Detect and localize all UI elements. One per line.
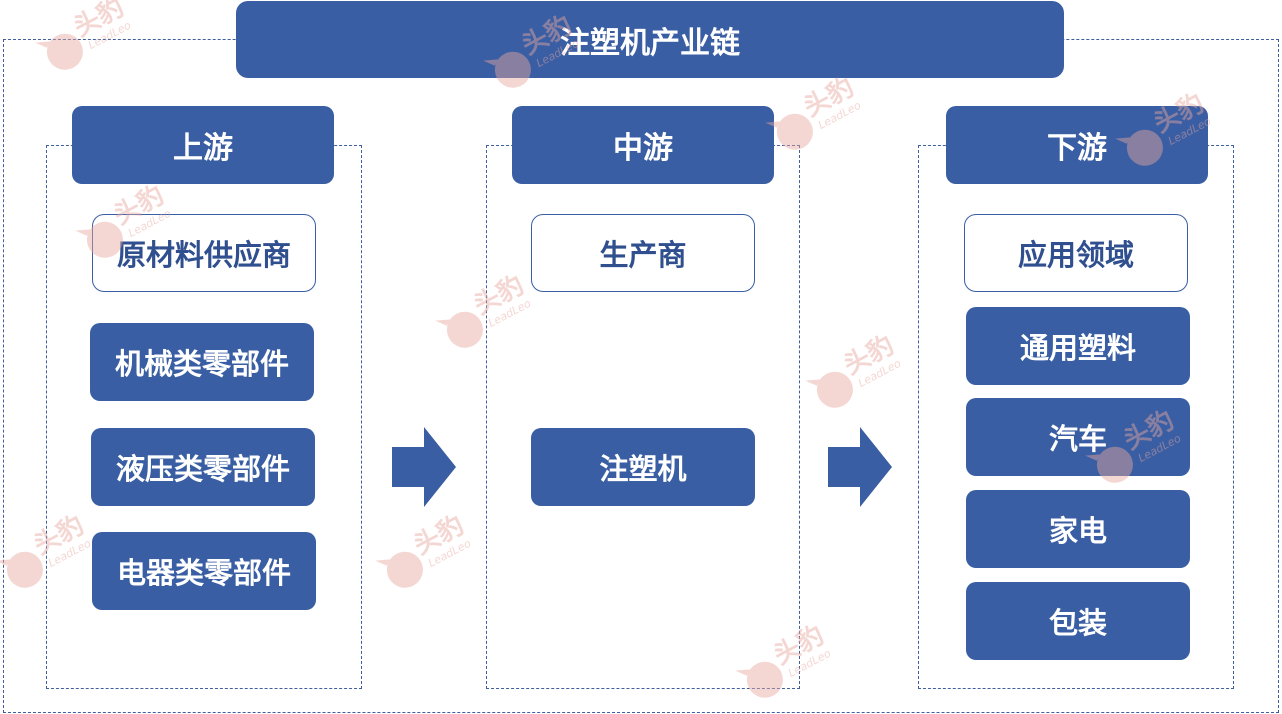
downstream-item-home-appliance: 家电 bbox=[966, 490, 1190, 568]
downstream-item-packaging: 包装 bbox=[966, 582, 1190, 660]
downstream-item-automobile: 汽车 bbox=[966, 398, 1190, 476]
downstream-header: 下游 bbox=[946, 106, 1208, 184]
upstream-item-electrical-parts: 电器类零部件 bbox=[92, 532, 316, 610]
upstream-header: 上游 bbox=[72, 106, 334, 184]
upstream-category: 原材料供应商 bbox=[92, 214, 316, 292]
downstream-category: 应用领域 bbox=[964, 214, 1188, 292]
upstream-item-hydraulic-parts: 液压类零部件 bbox=[91, 428, 315, 506]
midstream-category: 生产商 bbox=[531, 214, 755, 292]
page-title: 注塑机产业链 bbox=[236, 1, 1064, 78]
flow-arrow-icon bbox=[828, 427, 892, 507]
upstream-item-mechanical-parts: 机械类零部件 bbox=[90, 323, 314, 401]
flow-arrow-icon bbox=[392, 427, 456, 507]
svg-text:头豹: 头豹 bbox=[68, 0, 128, 43]
downstream-item-general-plastics: 通用塑料 bbox=[966, 307, 1190, 385]
midstream-header: 中游 bbox=[512, 106, 774, 184]
midstream-item-injection-machine: 注塑机 bbox=[531, 428, 755, 506]
